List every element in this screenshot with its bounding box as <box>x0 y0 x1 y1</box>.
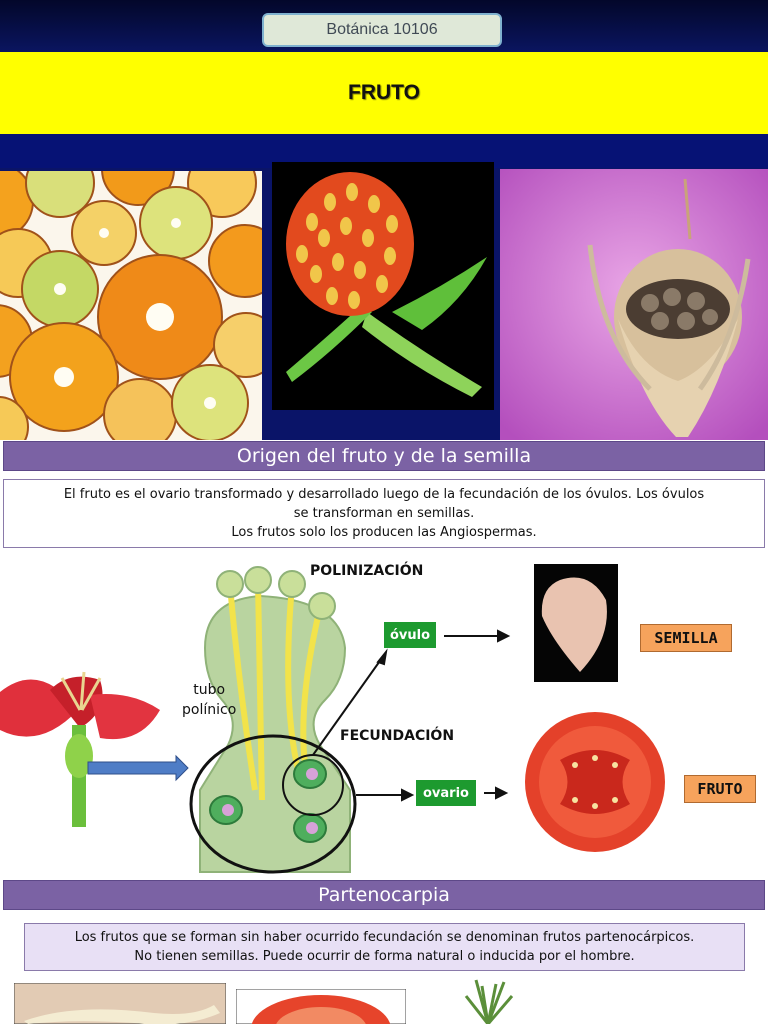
origin-text-line: El fruto es el ovario transformado y des… <box>63 487 705 502</box>
pollination-label: POLINIZACIÓN <box>310 563 424 579</box>
seed-badge: SEMILLA <box>640 624 732 652</box>
tomato-cross-section <box>525 712 665 852</box>
course-tag: Botánica 10106 <box>262 13 502 47</box>
strawberry-micrograph-photo <box>272 162 494 410</box>
blue-arrow <box>87 754 189 782</box>
ovary-outline <box>189 734 357 874</box>
citrus-slices-photo <box>0 171 262 440</box>
origin-text-box: El fruto es el ovario transformado y des… <box>3 479 765 548</box>
pollen-tube-label: tubo polínico <box>182 682 237 718</box>
section-header-origin: Origen del fruto y de la semilla <box>3 441 765 471</box>
parthenocarpy-text-box: Los frutos que se forman sin haber ocurr… <box>24 923 745 971</box>
photo-strip <box>0 162 768 440</box>
origin-text-line: Los frutos solo los producen las Angiosp… <box>231 525 537 540</box>
page-title: FRUTO <box>348 81 420 104</box>
parthenocarpy-text-line: Los frutos que se forman sin haber ocurr… <box>74 930 695 945</box>
ovary-badge: ovario <box>416 780 476 806</box>
origin-text-line: se transforman en semillas. <box>293 506 475 521</box>
fruit-badge: FRUTO <box>684 775 756 803</box>
fertilization-diagram <box>0 564 665 874</box>
seed-capsule-photo <box>500 169 768 440</box>
title-band: FRUTO <box>0 52 768 135</box>
banana-photo <box>14 983 226 1024</box>
flower-illustration <box>0 671 160 827</box>
section-header-parthenocarpy: Partenocarpia <box>3 880 765 910</box>
ovule-badge: óvulo <box>384 622 436 648</box>
parthenocarpy-text-line: No tienen semillas. Puede ocurrir de for… <box>134 949 635 964</box>
fertilization-label: FECUNDACIÓN <box>340 728 455 744</box>
seedless-tomato-photo <box>236 989 406 1024</box>
pineapple-crown-photo <box>464 979 514 1024</box>
